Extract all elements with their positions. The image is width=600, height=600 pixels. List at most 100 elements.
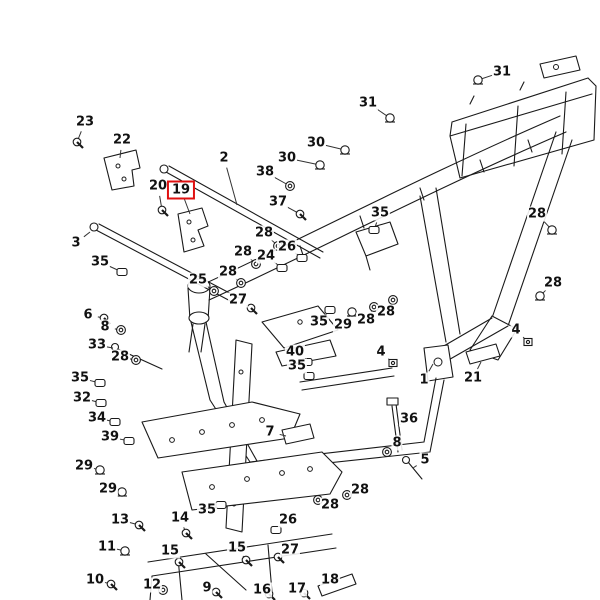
part-label: 20 (147, 178, 169, 194)
part-label: 28 (253, 225, 275, 241)
part-label: 29 (73, 458, 95, 474)
part-label: 31 (491, 64, 513, 80)
part-label: 30 (276, 150, 298, 166)
part-label: 32 (71, 390, 93, 406)
washer-icon (238, 280, 244, 286)
part-label: 29 (97, 481, 119, 497)
mount-pad-icon (116, 267, 128, 277)
part-label: 14 (169, 510, 191, 526)
part-label: 15 (226, 540, 248, 556)
leader-line (119, 149, 122, 159)
part-label: 40 (284, 344, 306, 360)
part-label: 35 (89, 254, 111, 270)
part-label: 17 (286, 581, 308, 597)
washer-icon (133, 357, 139, 363)
part-label: 39 (99, 429, 121, 445)
part-label: 35 (286, 358, 308, 374)
leader-line (83, 231, 91, 238)
mount-pad-icon (270, 525, 282, 535)
part-label: 30 (305, 135, 327, 151)
part-label: 34 (86, 410, 108, 426)
part-label: 4 (375, 344, 387, 360)
part-label: 13 (109, 512, 131, 528)
part-label: 5 (419, 452, 431, 468)
part-label: 22 (111, 132, 133, 148)
leader-line (106, 346, 114, 349)
bolt-icon (250, 307, 258, 315)
part-label: 8 (99, 319, 111, 335)
part-label: 37 (267, 194, 289, 210)
leader-line (477, 361, 482, 370)
part-label: 23 (74, 114, 96, 130)
part-label: 10 (84, 572, 106, 588)
part-label: 25 (187, 272, 209, 288)
part-label: 18 (319, 572, 341, 588)
bolt-icon (110, 583, 118, 591)
bolt-icon (215, 591, 223, 599)
washer-icon (287, 183, 293, 189)
part-label: 28 (526, 206, 548, 222)
part-label: 38 (254, 164, 276, 180)
part-label: 11 (96, 539, 118, 555)
washer-icon (390, 297, 396, 303)
part-label: 28 (319, 497, 341, 513)
nut-icon (525, 339, 531, 345)
leader-line (226, 167, 238, 206)
leader-line (279, 433, 287, 437)
part-label: 2 (218, 150, 230, 166)
part-label: 6 (82, 307, 94, 323)
bolt-icon (76, 141, 84, 149)
bolt-icon (277, 556, 285, 564)
bolt-icon (161, 209, 169, 217)
part-label: 27 (227, 292, 249, 308)
part-label: 29 (332, 317, 354, 333)
part-label: 7 (264, 424, 276, 440)
bolt-icon (138, 524, 146, 532)
bolt-icon (299, 213, 307, 221)
part-label: 24 (255, 248, 277, 264)
part-label: 28 (375, 304, 397, 320)
washer-icon (315, 497, 321, 503)
leader-line (412, 465, 417, 469)
bolt-icon (178, 561, 186, 569)
bolt-icon (245, 559, 253, 567)
washer-icon (384, 449, 390, 455)
part-label: 26 (277, 512, 299, 528)
part-label: 27 (279, 542, 301, 558)
mount-pad-icon (324, 305, 336, 315)
leader-line (184, 199, 191, 215)
part-label-highlighted[interactable]: 19 (166, 180, 196, 200)
mount-pad-icon (296, 253, 308, 263)
mount-pad-icon (276, 263, 288, 273)
part-label: 16 (251, 582, 273, 598)
part-label: 21 (462, 370, 484, 386)
washer-icon (371, 304, 377, 310)
part-label: 36 (398, 411, 420, 427)
bolt-icon (185, 532, 193, 540)
part-label: 35 (69, 370, 91, 386)
nut-icon (390, 360, 396, 366)
part-label: 28 (542, 275, 564, 291)
part-label: 15 (159, 543, 181, 559)
part-label: 1 (418, 372, 430, 388)
mount-pad-icon (95, 398, 107, 408)
part-label: 3 (70, 235, 82, 251)
washer-icon (211, 288, 217, 294)
part-label: 33 (86, 337, 108, 353)
part-label: 9 (201, 580, 213, 596)
part-label: 31 (357, 95, 379, 111)
part-label: 28 (355, 312, 377, 328)
part-label: 28 (217, 264, 239, 280)
mount-pad-icon (303, 371, 315, 381)
part-label: 28 (109, 349, 131, 365)
part-label: 8 (391, 435, 403, 451)
part-label: 35 (196, 502, 218, 518)
mount-pad-icon (368, 225, 380, 235)
part-label: 35 (369, 205, 391, 221)
part-label: 35 (308, 314, 330, 330)
mount-pad-icon (94, 378, 106, 388)
mount-pad-icon (109, 417, 121, 427)
washer-icon (344, 492, 350, 498)
